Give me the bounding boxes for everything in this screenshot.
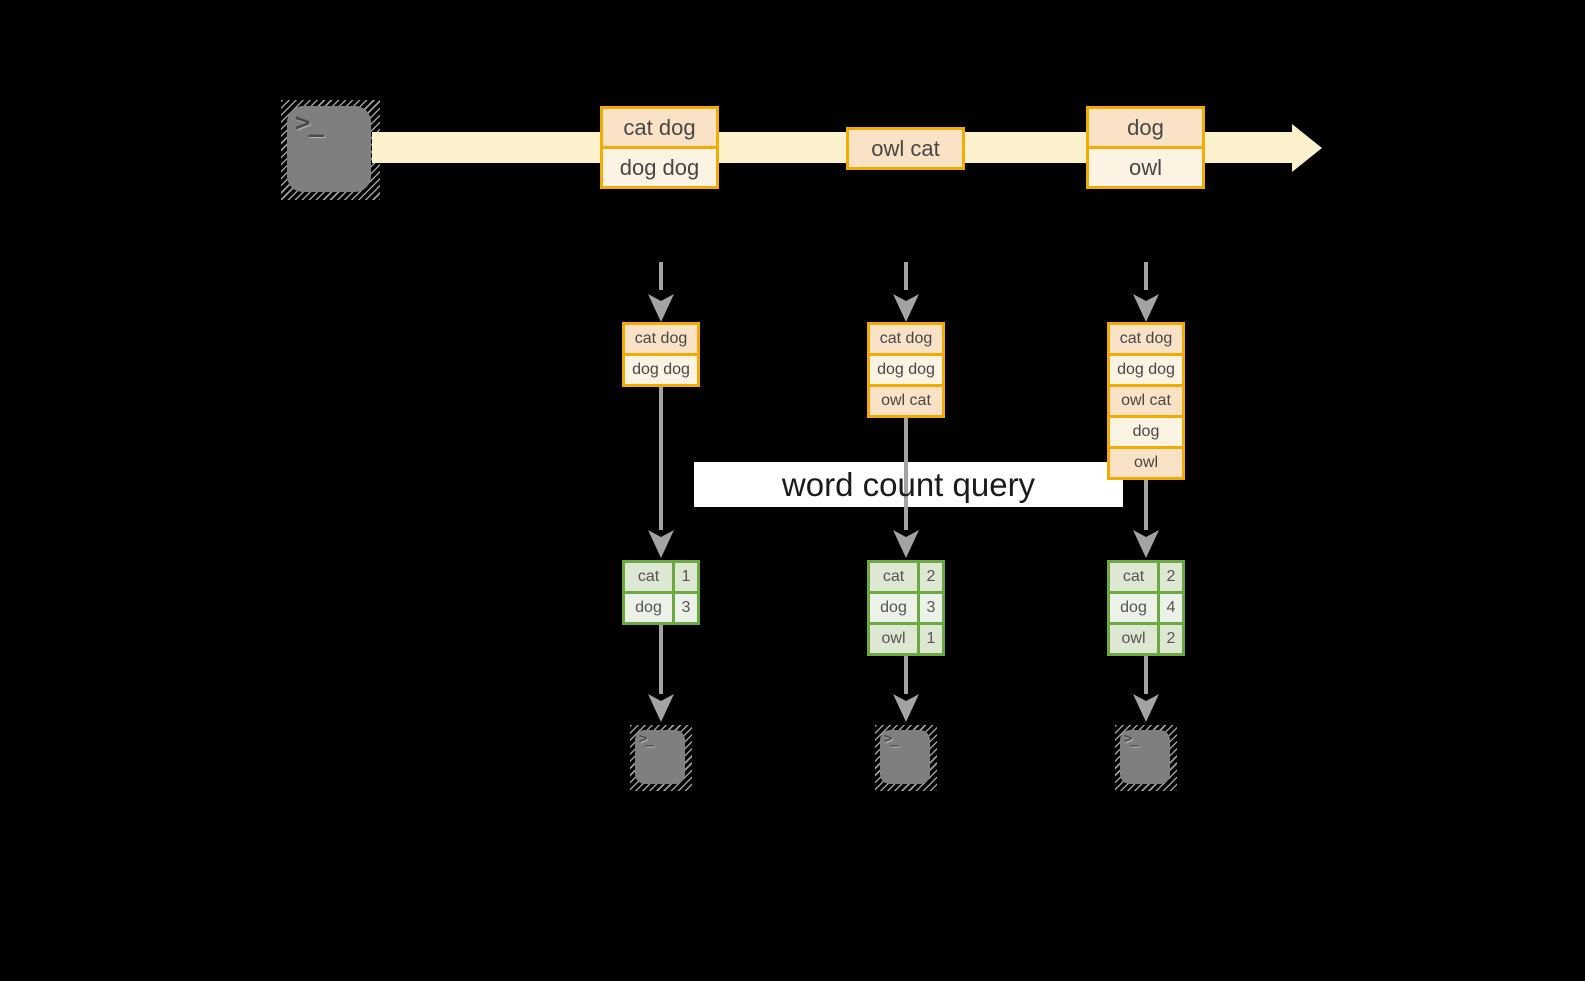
output-terminal-icon-3: >_ (1115, 725, 1177, 791)
count-cell: 3 (675, 594, 697, 622)
word-cell: cat (870, 563, 917, 591)
buffer-record: dog dog (625, 356, 697, 384)
arrowhead-icon (648, 530, 674, 558)
stream-event-2: owl cat (846, 127, 965, 170)
stream-record: cat dog (603, 109, 716, 146)
arrowhead-icon (1133, 694, 1159, 722)
terminal-screen (1120, 730, 1170, 784)
arrowhead-icon (648, 294, 674, 322)
terminal-prompt-icon: >_ (295, 108, 324, 138)
source-terminal-icon: >_ (281, 100, 380, 200)
count-cell: 3 (920, 594, 942, 622)
buffer-record: dog (1110, 418, 1182, 446)
buffer-record: cat dog (870, 325, 942, 353)
count-cell: 1 (920, 625, 942, 653)
terminal-prompt-icon: >_ (639, 731, 654, 747)
count-table-1: cat 1 dog 3 (622, 560, 700, 625)
terminal-screen (880, 730, 930, 784)
ingest-arrow-2 (893, 262, 919, 322)
terminal-prompt-icon: >_ (884, 731, 899, 747)
word-cell: cat (1110, 563, 1157, 591)
stream-event-1: cat dog dog dog (600, 106, 719, 189)
record-buffer-2: cat dog dog dog owl cat (867, 322, 945, 418)
buffer-record: dog dog (870, 356, 942, 384)
count-table-3: cat 2 dog 4 owl 2 (1107, 560, 1185, 656)
output-terminal-icon-1: >_ (630, 725, 692, 791)
terminal-prompt-icon: >_ (1124, 731, 1139, 747)
arrowhead-icon (893, 694, 919, 722)
query-label: word count query (781, 465, 1036, 503)
record-buffer-1: cat dog dog dog (622, 322, 700, 387)
query-label-background (694, 462, 1123, 507)
buffer-record: owl (1110, 449, 1182, 477)
arrowhead-icon (648, 694, 674, 722)
count-cell: 4 (1160, 594, 1182, 622)
word-cell: owl (1110, 625, 1157, 653)
arrowhead-icon (1133, 294, 1159, 322)
buffer-record: cat dog (625, 325, 697, 353)
word-cell: dog (870, 594, 917, 622)
arrowhead-icon (893, 294, 919, 322)
word-cell: dog (625, 594, 672, 622)
buffer-record: cat dog (1110, 325, 1182, 353)
count-cell: 2 (1160, 625, 1182, 653)
terminal-screen (287, 106, 371, 192)
count-cell: 2 (920, 563, 942, 591)
arrowhead-icon (893, 530, 919, 558)
stream-event-3: dog owl (1086, 106, 1205, 189)
output-terminal-icon-2: >_ (875, 725, 937, 791)
ingest-arrow-3 (1133, 262, 1159, 322)
buffer-record: dog dog (1110, 356, 1182, 384)
stream-record: dog dog (603, 149, 716, 186)
count-table-2: cat 2 dog 3 owl 1 (867, 560, 945, 656)
word-cell: cat (625, 563, 672, 591)
stream-arrowhead-icon (1292, 124, 1322, 172)
count-cell: 2 (1160, 563, 1182, 591)
stream-record: owl cat (849, 130, 962, 167)
record-buffer-3: cat dog dog dog owl cat dog owl (1107, 322, 1185, 480)
stream-record: owl (1089, 149, 1202, 186)
stream-record: dog (1089, 109, 1202, 146)
word-cell: owl (870, 625, 917, 653)
word-cell: dog (1110, 594, 1157, 622)
terminal-screen (635, 730, 685, 784)
buffer-record: owl cat (870, 387, 942, 415)
arrowhead-icon (1133, 530, 1159, 558)
ingest-arrow-1 (648, 262, 674, 322)
count-cell: 1 (675, 563, 697, 591)
buffer-record: owl cat (1110, 387, 1182, 415)
